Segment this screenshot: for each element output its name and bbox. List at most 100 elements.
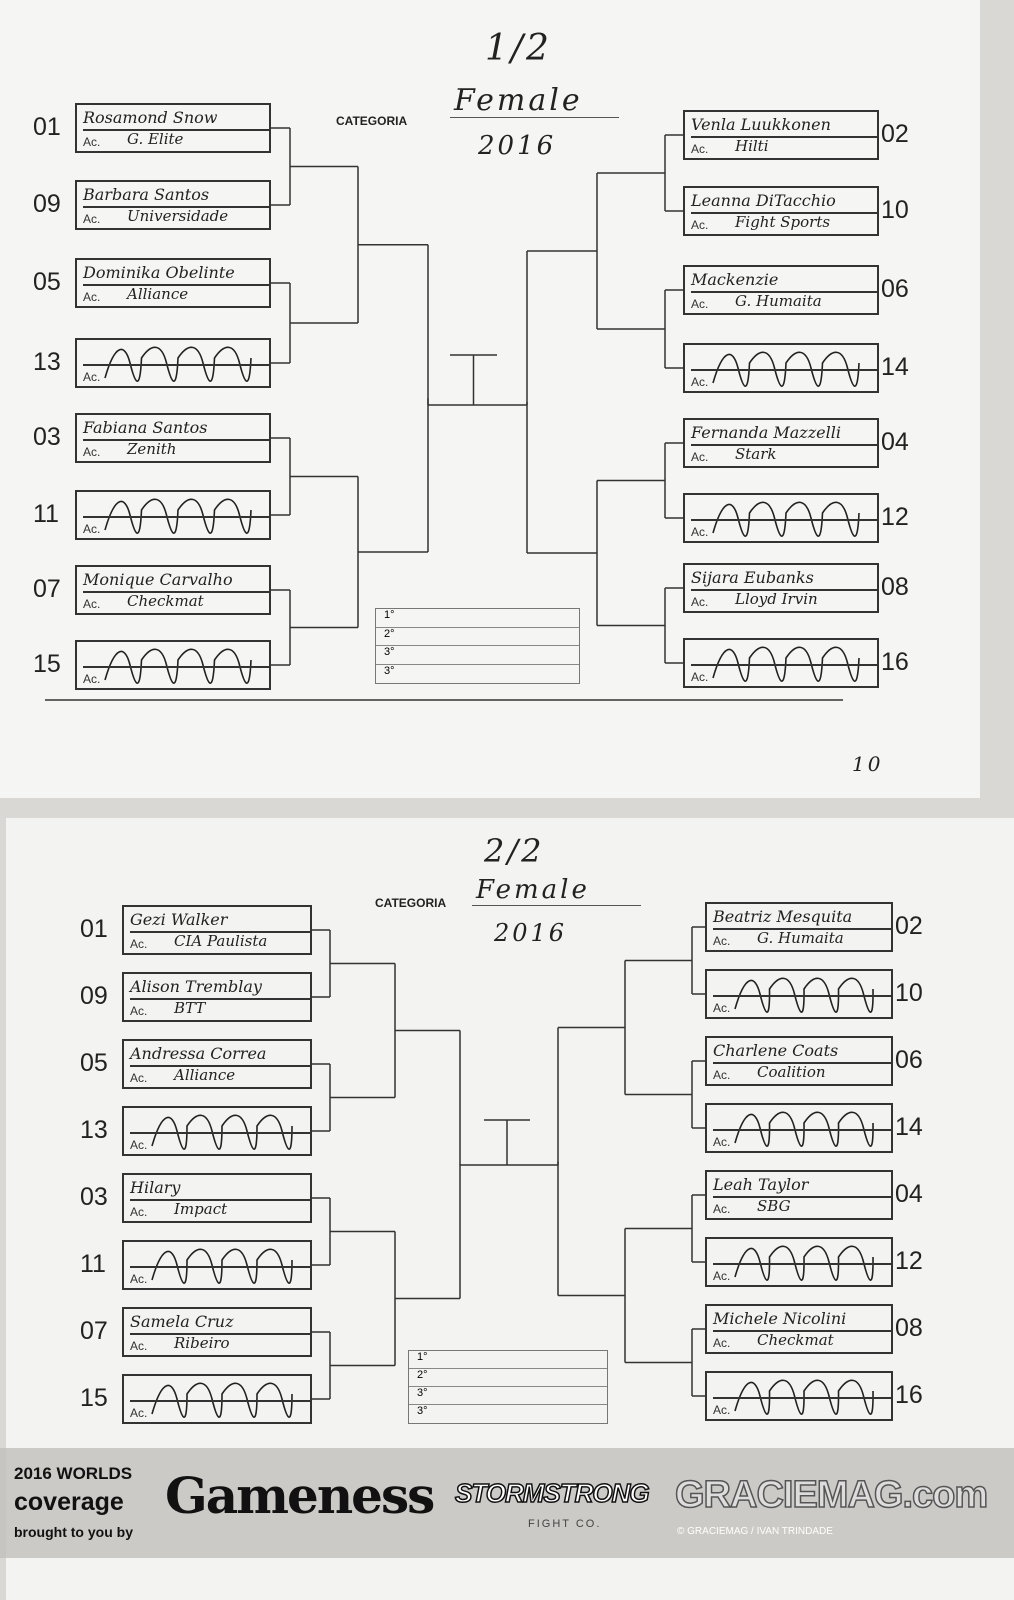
seed-number: 07 [33, 575, 61, 603]
placement-row: 2° [409, 1369, 607, 1387]
placement-row: 1° [409, 1351, 607, 1369]
academy-name: G. Elite [127, 130, 184, 148]
competitor-name: Barbara Santos [83, 182, 269, 208]
competitor-slot[interactable]: Ac. [122, 1106, 312, 1156]
academy-label: Ac. [83, 370, 101, 384]
competitor-slot[interactable]: Ac. [705, 1103, 893, 1153]
academy-name: Lloyd Irvin [735, 590, 818, 608]
competitor-name [83, 492, 269, 518]
competitor-name: Alison Tremblay [130, 974, 310, 1000]
placement-table: 1°2°3°3° [408, 1350, 608, 1424]
academy-name: Checkmat [127, 592, 204, 610]
placement-row: 1° [376, 609, 579, 628]
competitor-slot[interactable]: Ac. [705, 1371, 893, 1421]
competitor-name [130, 1108, 310, 1134]
scratch-mark [104, 346, 252, 382]
seed-number: 09 [80, 982, 108, 1010]
graciemag-logo: GRACIEMAG.com [674, 1473, 989, 1517]
competitor-name [83, 642, 269, 668]
academy-label: Ac. [713, 1336, 731, 1350]
academy-label: Ac. [83, 522, 101, 536]
seed-number: 08 [881, 573, 909, 601]
seed-number: 10 [881, 196, 909, 224]
placement-row: 2° [376, 628, 579, 646]
academy-label: Ac. [130, 1004, 148, 1018]
seed-number: 16 [881, 648, 909, 676]
scratch-mark [734, 1245, 874, 1281]
competitor-slot[interactable]: Ac. [75, 338, 271, 388]
academy-name: Zenith [127, 440, 177, 458]
scratch-mark [151, 1382, 293, 1418]
scratch-mark [734, 1111, 874, 1147]
seed-number: 13 [80, 1116, 108, 1144]
academy-name: Fight Sports [735, 213, 831, 231]
academy-label: Ac. [130, 1339, 148, 1353]
seed-number: 04 [881, 428, 909, 456]
competitor-name [130, 1242, 310, 1268]
academy-name: Universidade [127, 207, 229, 225]
academy-label: Ac. [691, 297, 709, 311]
competitor-name: Beatriz Mesquita [713, 904, 891, 930]
academy-label: Ac. [691, 670, 709, 684]
competitor-name: Venla Luukkonen [691, 112, 877, 138]
competitor-name: Fernanda Mazzelli [691, 420, 877, 446]
competitor-name [713, 1105, 891, 1131]
seed-number: 06 [895, 1046, 923, 1074]
academy-name: BTT [174, 999, 206, 1017]
competitor-slot[interactable]: Ac. [683, 343, 879, 393]
competitor-slot[interactable]: Ac. [705, 1237, 893, 1287]
placement-table: 1°2°3°3° [375, 608, 580, 684]
seed-number: 05 [80, 1049, 108, 1077]
page-number: 1/2 [485, 28, 552, 69]
academy-name: Ribeiro [174, 1334, 230, 1352]
competitor-name: Dominika Obelinte [83, 260, 269, 286]
category-year: 2016 [478, 131, 557, 161]
scratch-mark [104, 498, 252, 534]
seed-number: 03 [33, 423, 61, 451]
scratch-mark [151, 1248, 293, 1284]
seed-number: 14 [895, 1113, 923, 1141]
competitor-name: Leah Taylor [713, 1172, 891, 1198]
seed-number: 04 [895, 1180, 923, 1208]
seed-number: 16 [895, 1381, 923, 1409]
category-label: CATEGORIA [375, 896, 447, 910]
competitor-slot[interactable]: Ac. [705, 969, 893, 1019]
academy-name: Alliance [174, 1066, 236, 1084]
placement-row: 3° [376, 646, 579, 665]
competitor-slot[interactable]: Ac. [683, 493, 879, 543]
competitor-name: Gezi Walker [130, 907, 310, 933]
seed-number: 06 [881, 275, 909, 303]
competitor-name [130, 1376, 310, 1402]
seed-number: 13 [33, 348, 61, 376]
academy-label: Ac. [130, 1205, 148, 1219]
scratch-mark [734, 977, 874, 1013]
academy-label: Ac. [691, 142, 709, 156]
competitor-slot[interactable]: Ac. [122, 1240, 312, 1290]
competitor-slot[interactable]: Ac. [122, 1374, 312, 1424]
academy-label: Ac. [691, 595, 709, 609]
stormstrong-sub: FIGHT CO. [528, 1518, 602, 1530]
competitor-slot[interactable]: Ac. [683, 638, 879, 688]
competitor-slot[interactable]: Ac. [75, 490, 271, 540]
competitor-slot[interactable]: Ac. [75, 640, 271, 690]
